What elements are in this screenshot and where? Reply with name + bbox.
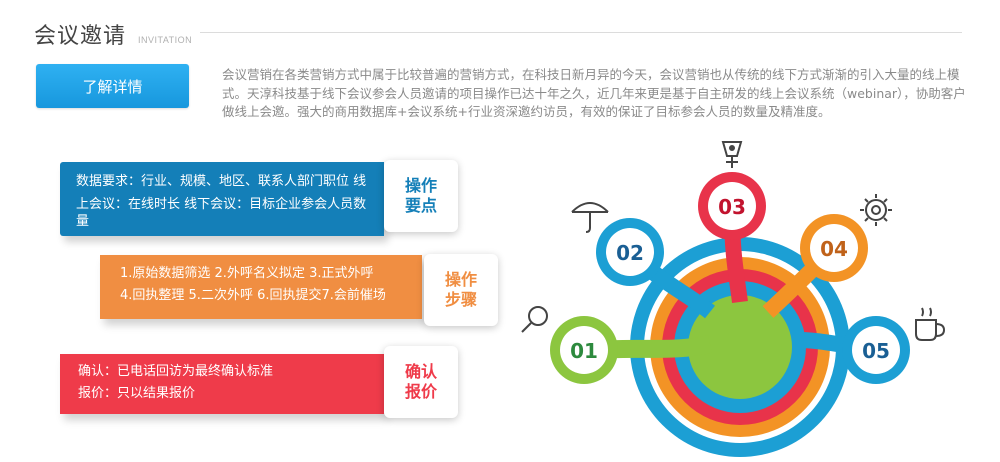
process-diagram: 01 02 03 04 05 <box>521 141 946 457</box>
tag-line: 确认 <box>404 362 437 381</box>
coffee-cup-icon <box>915 307 946 341</box>
tag-line: 要点 <box>404 196 437 215</box>
step-03-label: 03 <box>718 195 746 219</box>
tag-line: 报价 <box>404 382 437 401</box>
page-subtitle: INVITATION <box>138 35 193 45</box>
step-05-label: 05 <box>862 339 890 363</box>
page-title: 会议邀请 <box>34 24 127 49</box>
umbrella-icon <box>571 202 609 233</box>
tag-line: 操作 <box>444 270 477 289</box>
step-02: 02 <box>596 218 664 286</box>
confirm-line: 确认：已电话回访为最终确认标准 <box>78 364 274 379</box>
learn-more-button[interactable]: 了解详情 <box>36 64 189 108</box>
magnifier-icon <box>521 306 548 333</box>
confirm-quote-panel: 确认：已电话回访为最终确认标准 报价：只以结果报价 <box>60 354 384 414</box>
gear-icon <box>860 194 892 226</box>
header-divider <box>200 32 962 33</box>
tag-line: 操作 <box>404 176 437 195</box>
tag-line: 步骤 <box>444 290 477 309</box>
key-points-line: 数据要求：行业、规模、地区、联系人部门职位 线 <box>76 174 367 189</box>
key-points-line: 上会议：在线时长 线下会议：目标企业参会人员数 <box>76 197 367 212</box>
confirm-quote-tag: 确认报价 <box>384 346 458 418</box>
steps-tag: 操作步骤 <box>424 254 498 326</box>
key-points-line: 量 <box>76 214 90 229</box>
key-points-panel: 数据要求：行业、规模、地区、联系人部门职位 线 上会议：在线时长 线下会议：目标… <box>60 162 384 236</box>
steps-panel: 1.原始数据筛选 2.外呼名义拟定 3.正式外呼 4.回执整理 5.二次外呼 6… <box>100 255 422 319</box>
step-01-label: 01 <box>570 339 598 363</box>
step-03: 03 <box>698 172 766 240</box>
quote-line: 报价：只以结果报价 <box>78 386 196 401</box>
step-04-label: 04 <box>820 237 848 261</box>
intro-paragraph: 会议营销在各类营销方式中属于比较普遍的营销方式，在科技日新月异的今天，会议营销也… <box>222 67 966 119</box>
pen-nib-icon <box>721 141 743 168</box>
steps-line: 4.回执整理 5.二次外呼 6.回执提交7.会前催场 <box>120 288 386 303</box>
steps-line: 1.原始数据筛选 2.外呼名义拟定 3.正式外呼 <box>120 266 374 281</box>
section-header: 会议邀请 INVITATION <box>34 18 964 49</box>
step-04: 04 <box>800 214 868 282</box>
step-05: 05 <box>842 316 910 384</box>
ring-core-green <box>688 295 792 399</box>
key-points-tag: 操作要点 <box>384 160 458 232</box>
step-01: 01 <box>550 316 618 384</box>
step-02-label: 02 <box>616 241 644 265</box>
